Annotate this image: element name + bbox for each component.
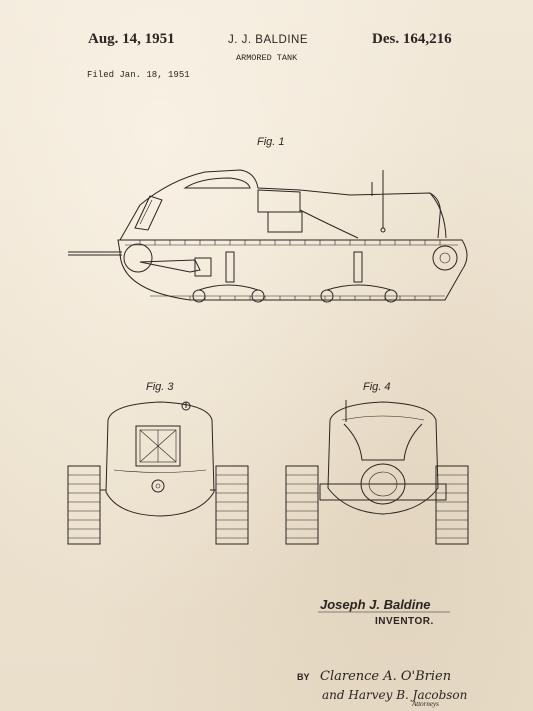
fig4-rear-view (285, 400, 469, 545)
fig4-label: Fig. 4 (363, 381, 391, 393)
inventor-name: Joseph J. Baldine (320, 597, 431, 612)
inventor-role: INVENTOR. (375, 616, 434, 627)
fig3-front-view (67, 401, 249, 545)
fig1-label: Fig. 1 (257, 136, 285, 148)
attorneys-label: Attorneys (412, 700, 439, 708)
attorney-signature-1: Clarence A. O'Brien (320, 669, 452, 684)
patent-number: Des. 164,216 (372, 31, 452, 47)
patentee-name: J. J. BALDINE (228, 34, 308, 46)
filed-date: Filed Jan. 18, 1951 (87, 70, 190, 80)
fig3-label: Fig. 3 (146, 381, 174, 393)
attorney-signature-2: and Harvey B. Jacobson (322, 688, 468, 702)
patent-date: Aug. 14, 1951 (88, 31, 175, 47)
patent-title: ARMORED TANK (236, 53, 298, 63)
fig1-side-view (68, 169, 468, 303)
by-label: BY (297, 672, 310, 682)
